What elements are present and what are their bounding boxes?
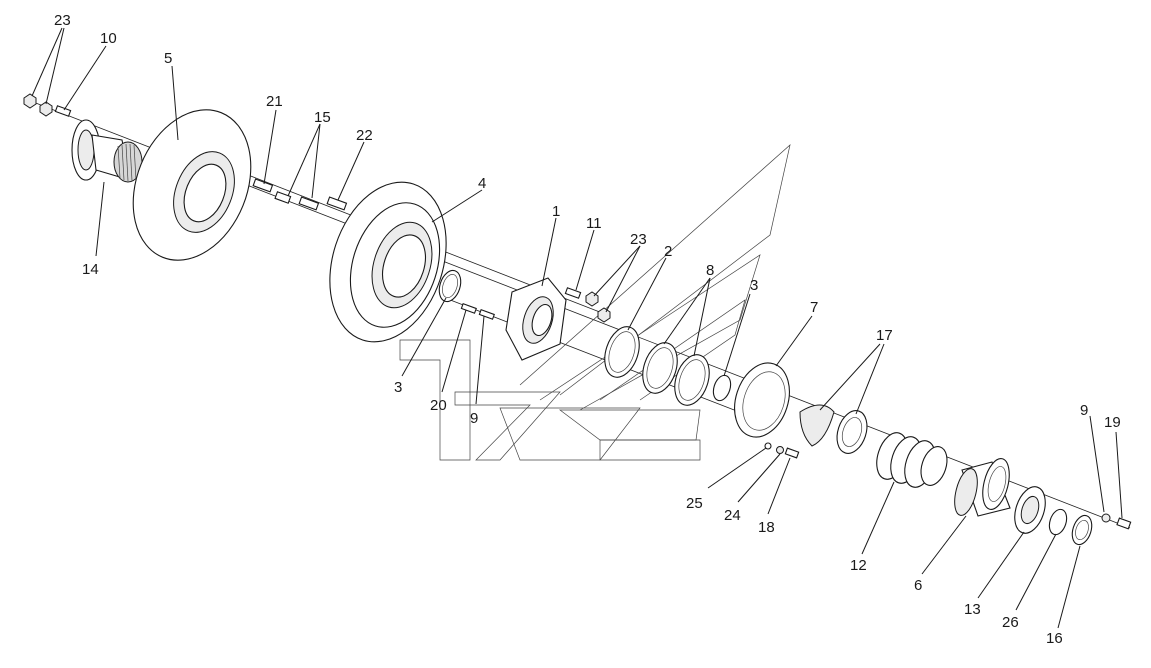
callout-3-left: 3 (394, 379, 402, 396)
callout-15: 15 (314, 109, 331, 126)
callout-25: 25 (686, 495, 703, 512)
callout-16: 16 (1046, 630, 1063, 647)
rings-2-8-3 (604, 326, 732, 406)
bolts-21-15-22 (252, 178, 348, 211)
callout-labels: 23 10 5 14 21 15 22 4 1 11 23 2 8 3 7 17… (54, 12, 1121, 647)
callout-19: 19 (1104, 414, 1121, 431)
callout-13: 13 (964, 601, 981, 618)
callout-9-center: 9 (470, 410, 478, 427)
callout-23-top-left: 23 (54, 12, 71, 29)
callout-4: 4 (478, 175, 486, 192)
callout-18: 18 (758, 519, 775, 536)
sleeve-6 (954, 458, 1011, 517)
callout-26: 26 (1002, 614, 1019, 631)
callout-2: 2 (664, 243, 672, 260)
ring-3-left (438, 269, 462, 303)
small-parts-26-16-9-19 (1048, 508, 1132, 546)
callout-20: 20 (430, 397, 447, 414)
callout-12: 12 (850, 557, 867, 574)
callout-3-right: 3 (750, 277, 758, 294)
callout-10: 10 (100, 30, 117, 47)
callout-24: 24 (724, 507, 741, 524)
callout-5: 5 (164, 50, 172, 67)
half-shells-17 (799, 404, 868, 454)
callout-17: 17 (876, 327, 893, 344)
nut-23-left (23, 93, 72, 117)
callout-6: 6 (914, 577, 922, 594)
housing-1 (505, 277, 567, 361)
callout-14: 14 (82, 261, 99, 278)
bolts-25-24-18 (764, 442, 800, 459)
spring-rings-12 (876, 432, 948, 488)
bolts-20-9 (460, 303, 495, 320)
shaft-hub-14 (71, 119, 143, 183)
callout-7: 7 (810, 299, 818, 316)
callout-21: 21 (266, 93, 283, 110)
flange-13 (1014, 486, 1046, 534)
callout-8: 8 (706, 262, 714, 279)
callout-9-right: 9 (1080, 402, 1088, 419)
cover-plate-7 (734, 362, 790, 438)
callout-23-center: 23 (630, 231, 647, 248)
callout-1: 1 (552, 203, 560, 220)
callout-22: 22 (356, 127, 373, 144)
disc-5 (132, 109, 252, 261)
brake-disc-4 (329, 181, 447, 343)
leader-lines (31, 27, 1123, 629)
items-11-23 (564, 287, 611, 323)
callout-11: 11 (586, 215, 602, 232)
